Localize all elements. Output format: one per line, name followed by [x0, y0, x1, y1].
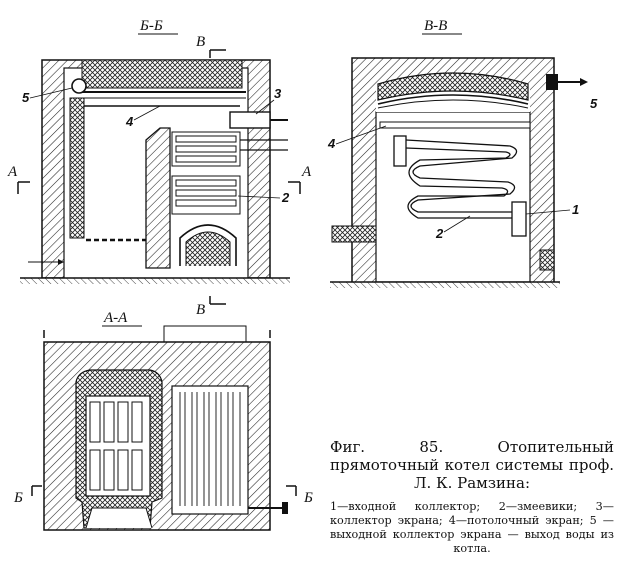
- view-vv: В-В 4 5 1 2: [327, 18, 598, 288]
- bb-collector-5: [71, 78, 87, 94]
- view-aa: А-А Б Б: [13, 310, 313, 531]
- bb-collector-3: [229, 111, 271, 129]
- bb-mark-a-left: А: [7, 164, 18, 180]
- vv-callout-5: 5: [590, 96, 598, 111]
- bb-mark-v-bottom: В: [196, 302, 205, 318]
- bb-partition: [145, 127, 171, 269]
- bb-left-screen: [69, 97, 85, 239]
- view-vv-title: В-В: [424, 18, 447, 34]
- bb-callout-2: 2: [281, 190, 290, 205]
- aa-mark-b-left: Б: [13, 490, 23, 506]
- bb-mark-v-top: В: [196, 34, 205, 50]
- vv-callout-1: 1: [572, 202, 579, 217]
- caption-legend: 1—входной коллектор; 2—змеевики; 3—колле…: [330, 500, 614, 555]
- aa-mark-b-right: Б: [303, 490, 313, 506]
- bb-roof: [81, 59, 243, 89]
- bb-callout-4: 4: [125, 114, 134, 129]
- bb-mark-a-right: А: [301, 164, 312, 180]
- aa-coils: [171, 385, 249, 515]
- vv-callout-2: 2: [435, 226, 444, 241]
- view-aa-title: А-А: [103, 310, 128, 326]
- vv-roof: [377, 72, 529, 101]
- caption-title: Фиг. 85. Отопительный прямоточный котел …: [330, 438, 614, 492]
- view-bb-title: Б-Б: [139, 18, 163, 34]
- vv-callout-4: 4: [327, 136, 336, 151]
- bb-coils: [171, 131, 241, 215]
- figure-caption: Фиг. 85. Отопительный прямоточный котел …: [330, 438, 614, 556]
- bb-callout-3: 3: [274, 86, 282, 101]
- view-bb: Б-Б: [7, 18, 312, 318]
- vv-coils: [393, 135, 527, 237]
- bb-callout-5: 5: [22, 90, 30, 105]
